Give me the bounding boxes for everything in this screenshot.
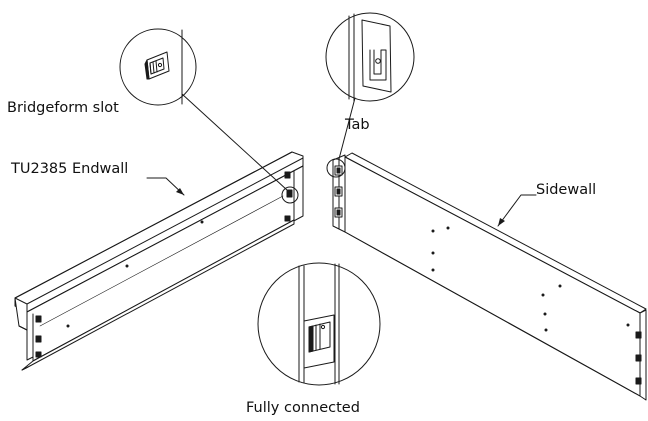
- bridgeform-slot-callout-circle: [281, 186, 299, 204]
- tab-callout-circle: [326, 158, 346, 178]
- endwall-label: TU2385 Endwall: [11, 161, 129, 177]
- bridgeform-slot-magnifier: [119, 28, 197, 106]
- endwall-panel: [14, 151, 304, 371]
- sidewall-leader-arrow: [497, 194, 537, 227]
- sidewall-panel: [332, 152, 647, 401]
- bridgeform-slot-leader: [181, 93, 288, 191]
- fully-connected-label: Fully connected: [246, 400, 360, 416]
- bridgeform-slot-label: Bridgeform slot: [7, 100, 119, 116]
- tab-magnifier: [325, 12, 415, 102]
- tab-leader: [338, 97, 356, 160]
- tab-label: Tab: [345, 117, 370, 133]
- fully-connected-magnifier: [257, 262, 381, 386]
- endwall-leader-arrow: [146, 177, 185, 196]
- sidewall-label: Sidewall: [536, 182, 597, 198]
